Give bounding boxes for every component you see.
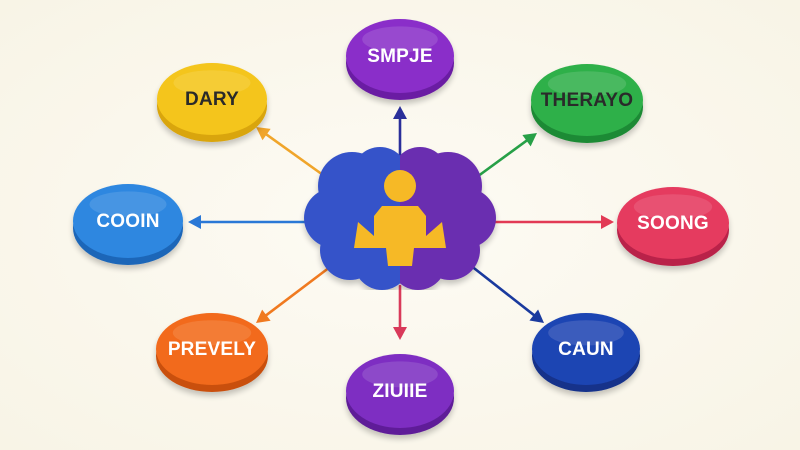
node-bottom-left-highlight (172, 320, 252, 346)
arrowhead-bottom-left (256, 309, 271, 323)
connector-arrow-top-right (468, 133, 537, 184)
arrowhead-left (188, 215, 201, 229)
arrowhead-right (601, 215, 614, 229)
node-right: SOONG (617, 187, 729, 266)
connector-arrow-right (488, 215, 614, 229)
node-label-bottom-left: PREVELY (168, 339, 256, 360)
connector-arrow-left (188, 215, 310, 229)
connector-arrow-bottom-left (256, 265, 332, 323)
arrowhead-top-left (256, 127, 271, 141)
node-top-right: THERAYO (531, 64, 643, 143)
node-bottom: ZIUIIE (346, 354, 454, 435)
node-top-right-highlight (547, 71, 627, 97)
connector-arrow-top (393, 106, 407, 160)
node-layer: SMPJE THERAYO SOONG CAUN ZIUIIE PREVELY COOIN D… (73, 19, 729, 435)
connector-arrow-bottom-right (468, 263, 544, 323)
node-right-highlight (633, 194, 713, 220)
node-label-left: COOIN (96, 211, 159, 232)
node-top-highlight (362, 26, 438, 53)
node-top-left-highlight (173, 70, 251, 96)
node-label-right: SOONG (637, 213, 709, 234)
node-top-left: DARY (157, 63, 267, 142)
person-figure-icon (354, 170, 446, 266)
arrowhead-bottom (393, 327, 407, 340)
node-bottom-right-highlight (548, 320, 624, 346)
node-bottom-highlight (362, 361, 438, 388)
node-label-top: SMPJE (367, 46, 432, 67)
arrowhead-top-right (522, 133, 537, 147)
node-left-highlight (89, 191, 167, 218)
node-bottom-right: CAUN (532, 313, 640, 392)
node-label-bottom: ZIUIIE (372, 381, 427, 402)
node-label-bottom-right: CAUN (558, 339, 614, 360)
node-bottom-left: PREVELY (156, 313, 268, 392)
node-label-top-left: DARY (185, 89, 239, 110)
arrowhead-bottom-right (529, 309, 544, 323)
connector-arrow-top-left (256, 127, 332, 182)
node-left: COOIN (73, 184, 183, 265)
node-label-top-right: THERAYO (541, 90, 634, 111)
central-brain-icon (304, 147, 496, 290)
connector-arrow-bottom (393, 284, 407, 340)
arrowhead-top (393, 106, 407, 119)
node-top: SMPJE (346, 19, 454, 100)
